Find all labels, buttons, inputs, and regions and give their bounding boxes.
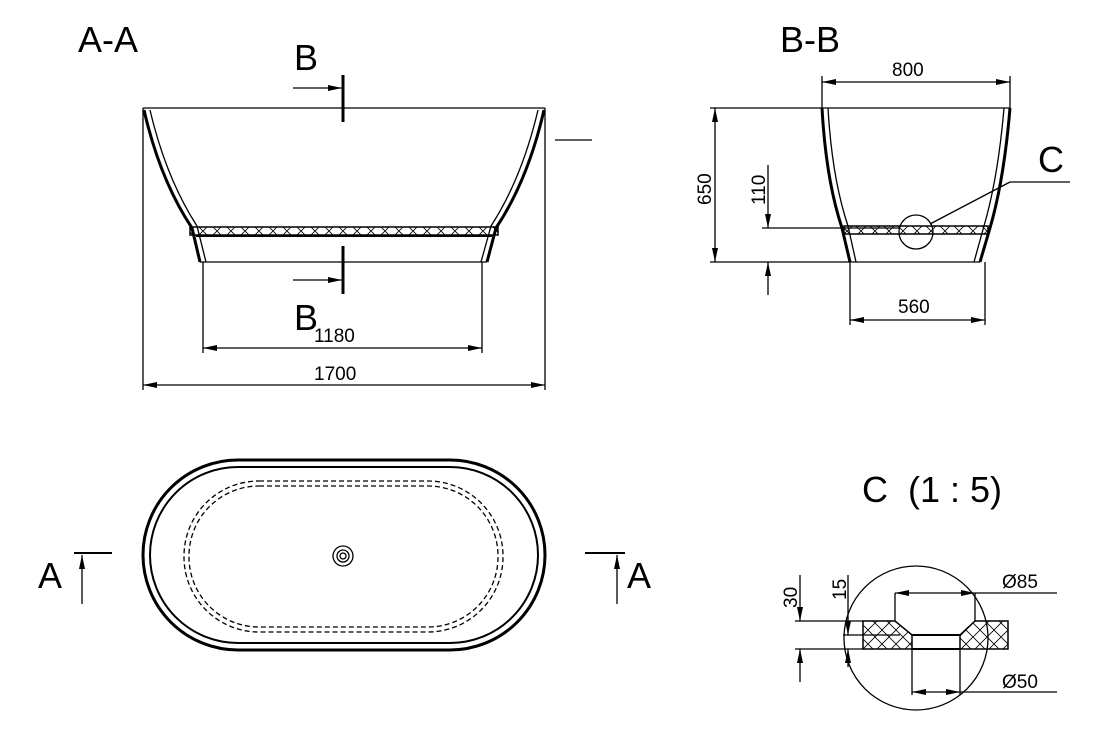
section-aa-title: A-A (78, 19, 138, 60)
detail-c-title: C (1 : 5) (862, 469, 1002, 510)
left-wall (142, 109, 202, 263)
detail-c-marker (898, 214, 934, 250)
plan-view: A A (38, 458, 651, 652)
dim-height: 650 (695, 173, 716, 205)
detail-c-view: C (1 : 5) Ø85 Ø50 30 15 (781, 469, 1057, 711)
cut-label-b-top: B (294, 37, 318, 78)
detail-ref-c: C (1038, 139, 1064, 180)
dim-thickness: 30 (781, 587, 802, 608)
bb-right-wall (978, 107, 1012, 263)
dim-width: 800 (892, 60, 924, 81)
dim-base-aa: 1180 (314, 326, 355, 347)
drain-icon (332, 545, 354, 567)
cut-label-b-bottom: B (294, 297, 318, 338)
right-wall (485, 109, 546, 263)
inner-basin-outline (183, 480, 504, 633)
dim-base-bb: 560 (898, 297, 930, 318)
section-aa-view: A-A B B 1180 1700 (78, 19, 592, 390)
dim-length: 1700 (314, 364, 356, 385)
cut-label-a-left: A (38, 555, 62, 596)
section-bb-view: B-B 800 650 110 C 560 (695, 19, 1070, 325)
outer-rim (141, 458, 547, 652)
floor-section (189, 226, 499, 236)
dim-outer-diameter: Ø85 (1002, 572, 1038, 593)
dim-step: 15 (830, 579, 851, 600)
cut-label-a-right: A (627, 555, 651, 596)
dim-inner-diameter: Ø50 (1002, 672, 1038, 693)
section-bb-title: B-B (780, 19, 840, 60)
bb-left-wall (820, 107, 852, 263)
dim-floor: 110 (749, 175, 770, 205)
